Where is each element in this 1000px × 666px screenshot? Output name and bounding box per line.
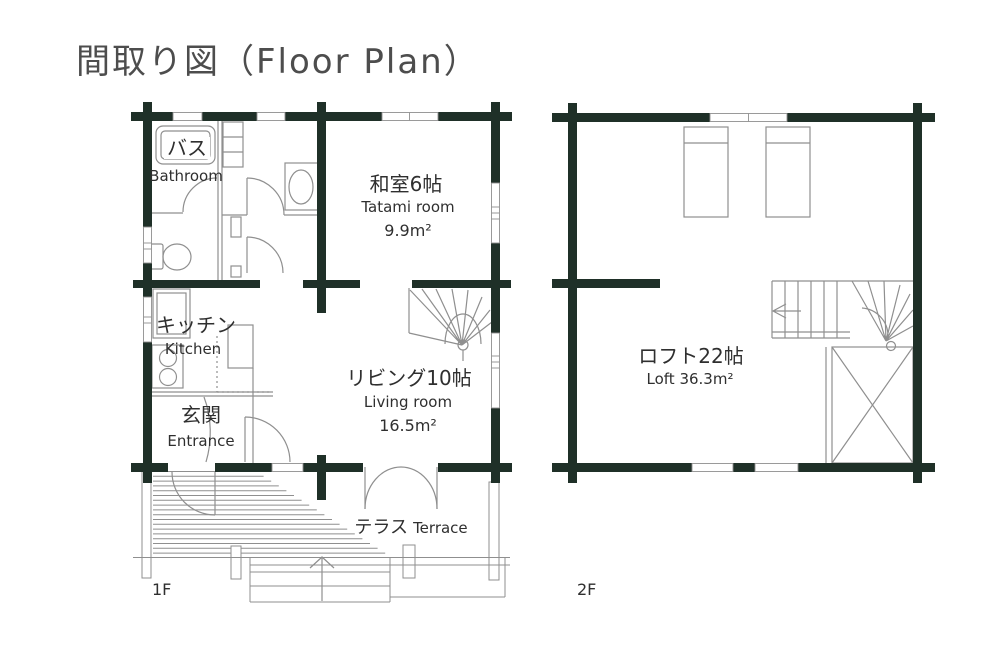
f1-walls <box>131 102 512 500</box>
label-kitchen-en: Kitchen <box>164 340 222 358</box>
floor-label-2f: 2F <box>577 580 597 599</box>
label-tatami-en: Tatami room <box>361 198 455 216</box>
windows <box>143 112 799 472</box>
laundry-shelf-icon <box>222 121 244 168</box>
fridge-icon <box>152 288 191 339</box>
f2-walls <box>552 103 935 483</box>
window-1f-bottom <box>271 463 304 472</box>
window-1f-top-mid <box>256 112 286 121</box>
label-entrance-jp: 玄関 <box>181 403 221 427</box>
washbasin-icon <box>284 162 319 211</box>
label-bath-en: Bathroom <box>149 167 223 185</box>
bed-icon-right <box>765 126 811 218</box>
door-arc-washroom <box>246 177 285 216</box>
window-2f-bottom-right <box>754 463 799 472</box>
label-terrace-en: Terrace <box>413 519 468 537</box>
label-terrace-jp: テラス <box>354 517 408 538</box>
genkan-step-line <box>203 396 211 463</box>
door-arc-bathroom <box>182 177 218 213</box>
stairs-2f-icon <box>771 280 914 352</box>
door-arc-front-door <box>171 471 216 516</box>
label-entrance-en: Entrance <box>167 432 235 450</box>
label-living-jp: リビング10帖 <box>346 366 472 390</box>
label-terrace: テラス Terrace <box>354 518 467 538</box>
up-arrow-icon <box>309 556 335 601</box>
window-1f-left-upper <box>143 226 152 264</box>
label-kitchen-jp: キッチン <box>156 313 236 337</box>
window-1f-top-right <box>381 112 439 121</box>
terrace-steps <box>249 558 506 603</box>
floor-label-1f: 1F <box>152 580 172 599</box>
label-bath-jp: バス <box>164 137 210 159</box>
f2-fixtures <box>683 126 914 464</box>
door-arc-hall <box>246 236 284 274</box>
label-tatami-area: 9.9m² <box>384 221 432 240</box>
window-1f-right-lower <box>491 332 500 409</box>
label-loft-jp: ロフト22帖 <box>638 344 744 368</box>
window-2f-bottom-left <box>691 463 734 472</box>
toilet-icon <box>149 243 192 271</box>
partition-walls <box>145 112 318 280</box>
window-1f-top-left <box>172 112 203 121</box>
label-living-area: 16.5m² <box>379 416 437 435</box>
f1-fixtures <box>133 112 510 603</box>
french-door-icon <box>364 466 438 510</box>
label-tatami-jp: 和室6帖 <box>369 172 443 196</box>
page-title: 間取り図（Floor Plan） <box>76 42 480 82</box>
bed-icon-left <box>683 126 729 218</box>
stairs-1f-icon <box>408 288 493 361</box>
bathtub-icon <box>155 125 216 165</box>
stair-direction-arrow-icon <box>771 303 801 319</box>
door-arc-entrance-inner <box>244 416 291 463</box>
window-1f-left-lower <box>143 296 152 343</box>
label-living-en: Living room <box>363 393 453 411</box>
void-cross <box>825 346 914 464</box>
label-loft-en: Loft 36.3m² <box>646 370 734 388</box>
kitchen-counter <box>150 324 273 463</box>
